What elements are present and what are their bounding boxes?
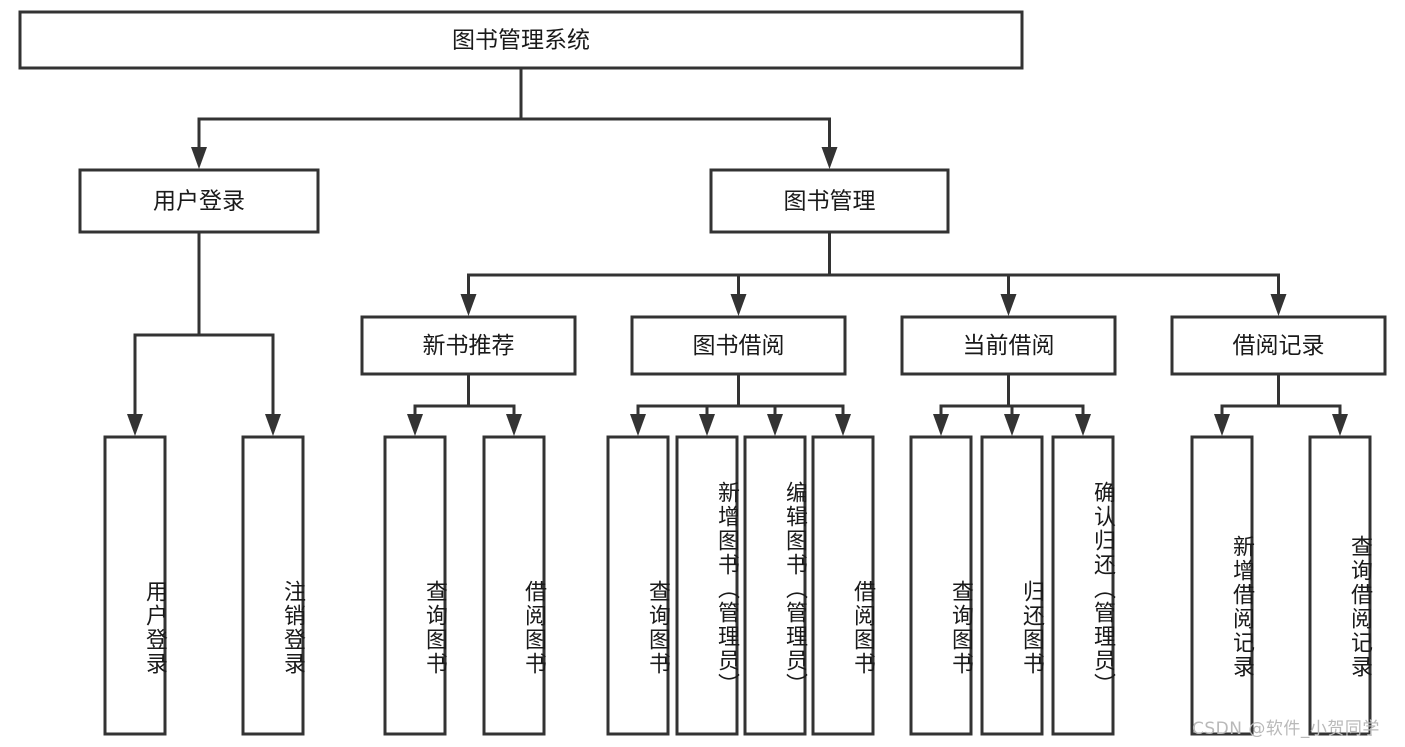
node-box-layer [18, 10, 1387, 736]
leaf-11-box[interactable] [1190, 435, 1254, 736]
arrow-head-icon [1075, 414, 1091, 436]
level1-0-box[interactable] [78, 168, 320, 234]
level1-1-box[interactable] [709, 168, 950, 234]
leaf-10-box[interactable] [1051, 435, 1115, 736]
leaf-9-box[interactable] [980, 435, 1044, 736]
arrow-head-icon [506, 414, 522, 436]
leaf-12-box[interactable] [1308, 435, 1372, 736]
arrow-head-icon [1332, 414, 1348, 436]
arrow-head-icon [1214, 414, 1230, 436]
connector-layer [127, 66, 1348, 436]
level2-3-label: 借阅记录 [1233, 333, 1325, 359]
level2-2-label: 当前借阅 [963, 333, 1055, 359]
arrow-head-icon [767, 414, 783, 436]
level2-2-box[interactable] [900, 315, 1117, 376]
leaf-2-box[interactable] [383, 435, 447, 736]
arrow-head-icon [730, 294, 747, 316]
arrow-head-icon [460, 294, 477, 316]
arrow-head-icon [191, 147, 207, 169]
arrow-head-icon [933, 414, 949, 436]
arrow-head-icon [835, 414, 851, 436]
arrow-head-icon [821, 147, 838, 169]
csdn-watermark: CSDN @软件_小贺同学 [1192, 719, 1380, 739]
leaf-1-box[interactable] [241, 435, 305, 736]
arrow-head-icon [1004, 414, 1020, 436]
root-box[interactable] [18, 10, 1024, 70]
arrow-head-icon [1000, 294, 1017, 316]
arrow-head-icon [127, 414, 143, 436]
level2-1-label: 图书借阅 [693, 333, 785, 359]
leaf-7-box[interactable] [811, 435, 875, 736]
level2-0-label: 新书推荐 [423, 333, 515, 359]
level2-1-box[interactable] [630, 315, 847, 376]
root-label: 图书管理系统 [452, 28, 590, 54]
leaf-8-box[interactable] [909, 435, 973, 736]
arrow-head-icon [630, 414, 646, 436]
leaf-4-box[interactable] [606, 435, 670, 736]
leaf-5-box[interactable] [675, 435, 739, 736]
level2-3-box[interactable] [1170, 315, 1387, 376]
arrow-head-icon [407, 414, 423, 436]
arrow-head-icon [699, 414, 715, 436]
level1-1-label: 图书管理 [784, 189, 876, 215]
arrow-head-icon [265, 414, 281, 436]
level2-0-box[interactable] [360, 315, 577, 376]
leaf-6-box[interactable] [743, 435, 807, 736]
arrow-head-icon [1270, 294, 1287, 316]
leaf-3-box[interactable] [482, 435, 546, 736]
leaf-0-box[interactable] [103, 435, 167, 736]
level1-0-label: 用户登录 [153, 189, 245, 215]
